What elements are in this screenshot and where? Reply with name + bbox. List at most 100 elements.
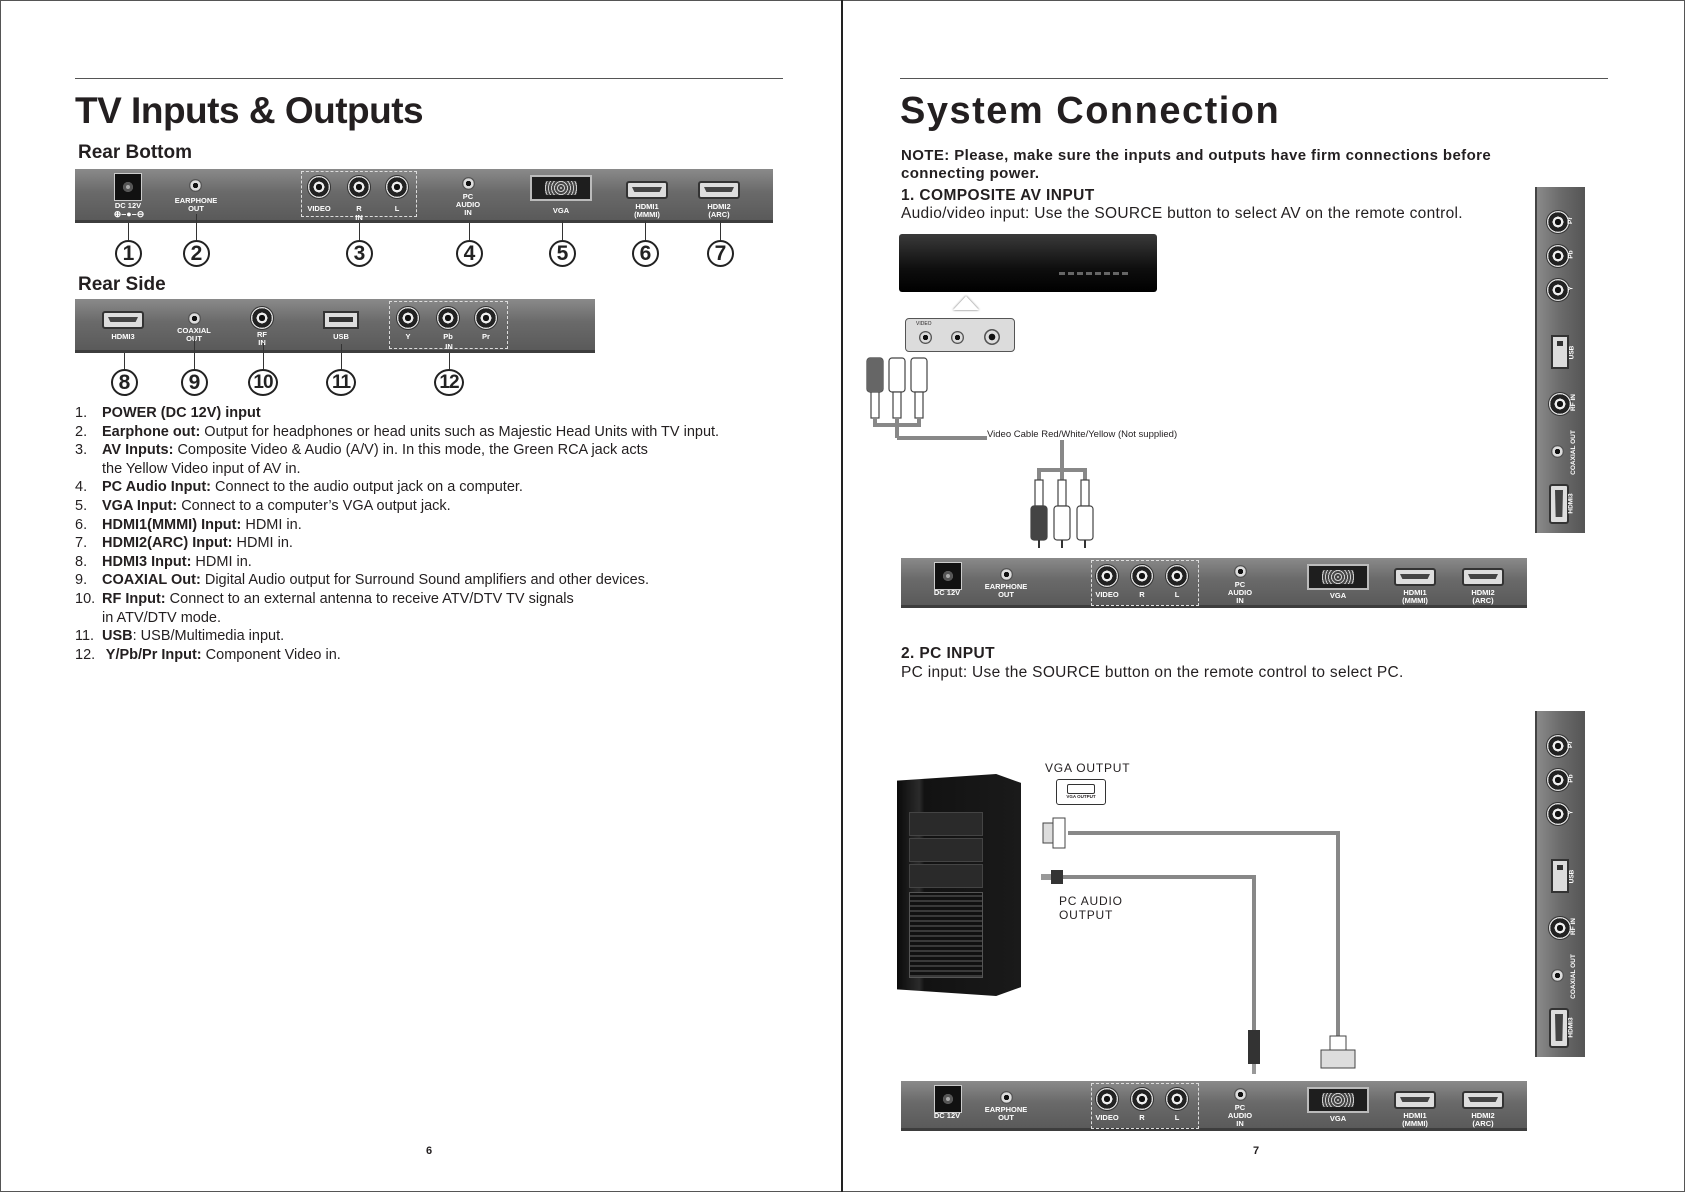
pb-jack [1547, 769, 1569, 791]
list-item: 10.RF Input: Connect to an external ante… [75, 591, 574, 608]
list-item: 11.USB: USB/Multimedia input. [75, 628, 284, 645]
pc-audio-label: PC AUDIO IN [1227, 580, 1253, 605]
hdmi1-label: HDMI1 (MMMI) [1402, 1111, 1428, 1128]
rf-label: RF IN [1569, 394, 1577, 411]
list-item-text: : USB/Multimedia input. [132, 628, 285, 645]
page-number: 6 [426, 1145, 433, 1157]
list-item-number: 9. [75, 572, 88, 589]
y-label: Y [1567, 286, 1575, 291]
list-item-label: PC Audio Input: [102, 479, 211, 496]
tv-rear-panel-av: DC 12V EARPHONE OUT VIDEO R L PC AUDIO I… [901, 558, 1527, 608]
list-item-text: HDMI in. [241, 516, 302, 533]
video-jack [1096, 565, 1118, 587]
dc-polarity-symbol: ⊕–●–⊖ [113, 209, 145, 219]
dc-label: DC 12V [933, 588, 961, 597]
av-in-label: IN [355, 213, 363, 222]
page-spine [841, 0, 843, 1192]
device-video-label: VIDEO [916, 321, 932, 327]
vga-port [530, 175, 592, 201]
vga-port [1307, 1087, 1369, 1113]
list-item-number: 5. [75, 498, 88, 514]
list-item-label: HDMI3 Input: [102, 553, 192, 570]
coaxial-label: COAXIAL OUT [177, 326, 211, 343]
leader-line [124, 353, 125, 369]
pb-jack [437, 307, 459, 329]
callout-1: 1 [115, 240, 142, 267]
section2-heading: 2. PC INPUT [901, 645, 995, 662]
audio-r-jack [1131, 565, 1153, 587]
list-item-text: Composite Video & Audio (A/V) in. In thi… [173, 442, 648, 459]
page-number: 7 [1253, 1145, 1260, 1157]
callout-9: 9 [181, 369, 208, 396]
section2-text: PC input: Use the SOURCE button on the r… [901, 664, 1404, 681]
list-item-text: Connect to a computer’s VGA output jack. [177, 498, 451, 514]
video-label: VIDEO [1095, 1113, 1119, 1122]
vga-label: VGA [1329, 1114, 1347, 1123]
dc-label: DC 12V [933, 1111, 961, 1120]
av-group-outline [1091, 1083, 1199, 1129]
hdmi2-port [1462, 1091, 1504, 1109]
list-item: 3.AV Inputs: Composite Video & Audio (A/… [75, 442, 648, 459]
vga-output-icon: VGA OUTPUT [1056, 779, 1106, 805]
list-item: the Yellow Video input of AV in. [75, 461, 301, 478]
list-item: 1.POWER (DC 12V) input [75, 405, 261, 422]
pr-label: Pr [1566, 741, 1574, 748]
dc-label: DC 12V [114, 201, 142, 210]
y-label: Y [405, 332, 411, 341]
hdmi3-port [1549, 484, 1569, 524]
usb-label: USB [333, 332, 349, 341]
pb-label: Pb [1567, 250, 1575, 259]
list-item: 5.VGA Input: Connect to a computer’s VGA… [75, 498, 451, 515]
list-item-text: the Yellow Video input of AV in. [102, 460, 301, 477]
usb-port [323, 311, 359, 329]
leader-line [720, 221, 721, 240]
earphone-label: EARPHONE OUT [984, 1105, 1028, 1122]
pc-audio-jack [462, 177, 475, 190]
leader-line [469, 223, 470, 240]
audio-r-jack [1131, 1088, 1153, 1110]
audio-l-jack [1166, 565, 1188, 587]
usb-port [1551, 335, 1569, 369]
list-item-label: USB [102, 628, 133, 645]
y-jack [1547, 279, 1569, 301]
list-item-text: Component Video in. [201, 646, 341, 663]
pb-jack [1547, 245, 1569, 267]
vga-label: VGA [552, 206, 570, 215]
pc-audio-jack [1234, 1088, 1247, 1101]
device-video-jack [919, 331, 932, 344]
rf-jack [251, 307, 273, 329]
list-item-number: 8. [75, 553, 88, 570]
callout-6: 6 [632, 240, 659, 267]
callout-8: 8 [111, 369, 138, 396]
list-item: 12. Y/Pb/Pr Input: Component Video in. [75, 647, 341, 664]
page-title: System Connection [900, 90, 1281, 132]
list-item-text: HDMI in. [232, 535, 293, 552]
l-label: L [1174, 1113, 1180, 1122]
usb-label: USB [1568, 869, 1576, 884]
hdmi1-port [626, 181, 668, 199]
vga-output-small-label: VGA OUTPUT [1066, 794, 1096, 799]
leader-line [341, 344, 342, 369]
tv-side-panel-av: Pr Pb Y USB RF IN COAXIAL OUT HDMI3 [1535, 187, 1585, 533]
leader-line [263, 343, 264, 369]
coaxial-label: COAXIAL OUT [1569, 954, 1577, 999]
audio-r-jack [348, 176, 370, 198]
callout-10: 10 [248, 369, 278, 396]
hdmi2-port [1462, 568, 1504, 586]
list-item-label: POWER (DC 12V) input [102, 405, 261, 421]
hdmi2-label: HDMI2 (ARC) [707, 202, 731, 219]
video-jack [1096, 1088, 1118, 1110]
leader-line [359, 223, 360, 240]
audio-l-jack [386, 176, 408, 198]
list-item-text: Connect to an external antenna to receiv… [165, 591, 574, 607]
usb-label: USB [1568, 345, 1576, 360]
leader-line [449, 353, 450, 369]
list-item-number: 12. [75, 646, 96, 663]
callout-2: 2 [183, 240, 210, 267]
rf-jack [1549, 393, 1571, 415]
left-page: TV Inputs & Outputs Rear Bottom DC 12V ⊕… [0, 0, 842, 1192]
list-item-label: COAXIAL Out: [102, 572, 201, 589]
pc-tower-image [897, 774, 1021, 996]
rf-label: RF IN [257, 330, 267, 347]
list-item-number: 7. [75, 535, 88, 552]
